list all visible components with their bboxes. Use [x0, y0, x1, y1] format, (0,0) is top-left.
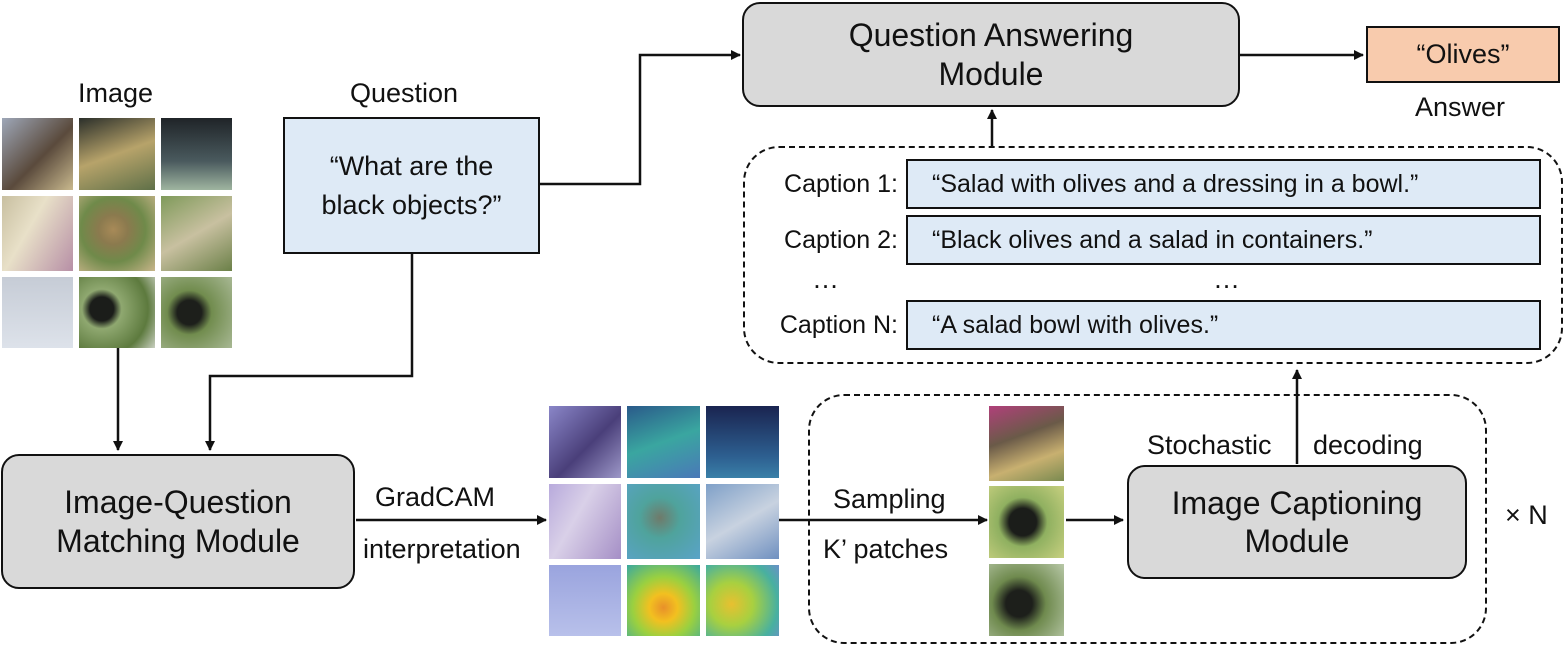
captioning-repeat-group [808, 394, 1487, 644]
caption-2-label: Caption 2: [784, 226, 898, 254]
gradcam-label: GradCAM [375, 482, 496, 512]
image-question-matching-module: Image-Question Matching Module [1, 454, 355, 589]
caption-ellipsis-left: … [812, 264, 839, 294]
heatmap-tile [549, 565, 621, 636]
image-label: Image [78, 78, 154, 108]
caption-ellipsis-right: … [1213, 264, 1240, 294]
image-tile [79, 118, 155, 190]
arrow-question-to-qa [540, 50, 741, 186]
image-tile [161, 277, 232, 348]
answer-label: Answer [1415, 92, 1506, 122]
image-tile [79, 196, 155, 271]
sampled-patch [989, 486, 1064, 558]
image-tile [2, 118, 73, 190]
heatmap-tile [706, 565, 779, 636]
caption-n-label: Caption N: [779, 311, 898, 339]
heatmap-tile [706, 406, 779, 478]
captions-group [743, 146, 1563, 364]
image-tile [79, 277, 155, 348]
stochastic-label: Stochastic [1147, 430, 1272, 460]
sampled-patch [989, 564, 1064, 636]
caption-n-box: “A salad bowl with olives.” [906, 300, 1541, 350]
caption-1-label: Caption 1: [784, 170, 898, 198]
gradcam-heatmap [549, 406, 779, 636]
interpretation-label: interpretation [363, 534, 521, 564]
question-box: “What are the black objects?” [283, 117, 540, 254]
decoding-label: decoding [1313, 430, 1423, 460]
sampled-patch [989, 406, 1064, 481]
image-tile [2, 277, 73, 348]
k-patches-label: K’ patches [823, 534, 949, 564]
heatmap-tile [549, 406, 621, 478]
image-tile [161, 118, 232, 190]
caption-1-box: “Salad with olives and a dressing in a b… [906, 159, 1541, 209]
answer-box: “Olives” [1366, 26, 1560, 83]
image-tile [2, 196, 73, 271]
image-tile [161, 196, 232, 271]
heatmap-tile [627, 565, 700, 636]
input-image [2, 118, 232, 348]
caption-2-box: “Black olives and a salad in containers.… [906, 215, 1541, 265]
arrow-question-to-matching [205, 254, 414, 451]
heatmap-tile [627, 406, 700, 478]
heatmap-tile [549, 484, 621, 559]
qa-module: Question Answering Module [742, 2, 1240, 107]
heatmap-tile [627, 484, 700, 559]
heatmap-tile [706, 484, 779, 559]
question-label: Question [350, 78, 459, 108]
image-captioning-module: Image Captioning Module [1127, 465, 1467, 579]
times-n-label: × N [1505, 500, 1548, 530]
sampling-label: Sampling [833, 484, 946, 514]
